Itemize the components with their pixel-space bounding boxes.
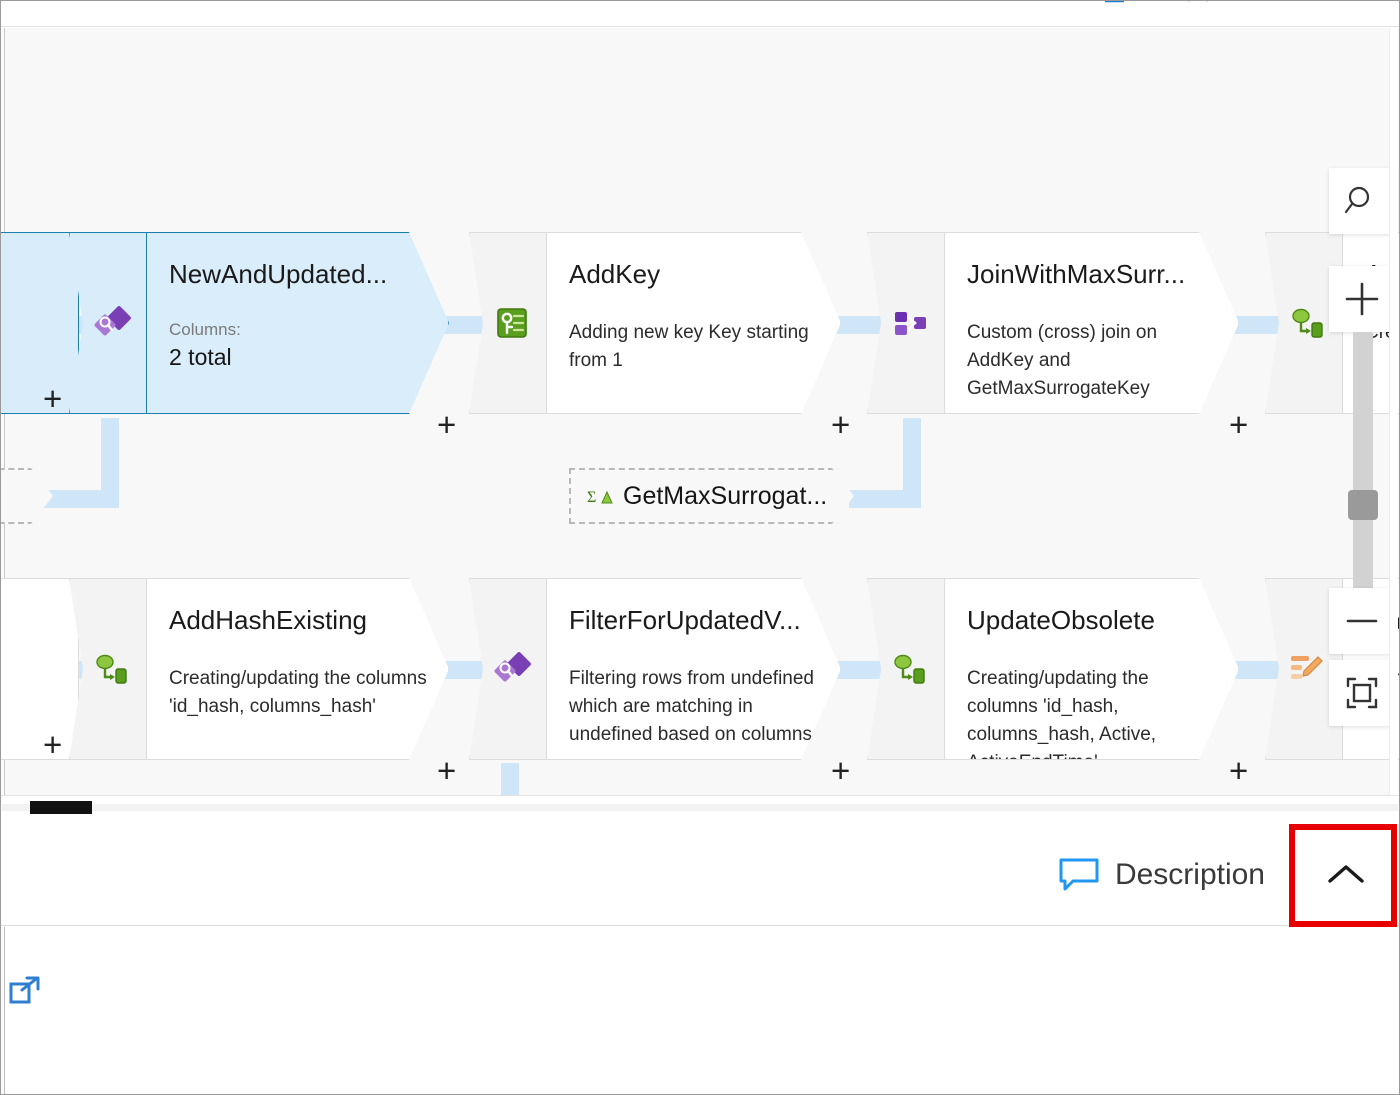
node-title: FilterForUpdatedV... bbox=[569, 605, 801, 635]
node-new-and-updated[interactable]: NewAndUpdated... Columns: 2 total + bbox=[69, 232, 456, 441]
validate-icon[interactable] bbox=[1091, 1, 1135, 21]
connector-pipe bbox=[829, 661, 889, 679]
node-icon-gutter bbox=[867, 578, 945, 760]
surrogate-key-icon bbox=[492, 303, 532, 343]
node-add-button[interactable]: + bbox=[43, 726, 63, 763]
node-body: FilterForUpdatedV... Filtering rows from… bbox=[547, 578, 841, 760]
connector-pipe bbox=[101, 418, 119, 508]
node-body: AddHashExisting Creating/updating the co… bbox=[147, 578, 449, 760]
connector-pipe bbox=[903, 418, 921, 508]
node-body: AddKey Adding new key Key starting from … bbox=[547, 232, 841, 414]
select-transformation-icon bbox=[492, 649, 532, 689]
node-icon-gutter bbox=[1, 232, 79, 414]
node-description: Creating/updating the columns 'id_hash, … bbox=[169, 668, 427, 717]
node-add-button[interactable]: + bbox=[437, 752, 457, 789]
node-filter-for-updated-values[interactable]: FilterForUpdatedV... Filtering rows from… bbox=[469, 578, 850, 787]
collapsed-node-partial-left[interactable]: ng bbox=[1, 468, 53, 524]
node-title: JoinWithMaxSurr... bbox=[967, 259, 1186, 289]
refresh-icon[interactable] bbox=[1176, 1, 1220, 21]
select-transformation-icon bbox=[92, 303, 132, 343]
derived-column-icon bbox=[890, 649, 930, 689]
description-bar: Description bbox=[1, 824, 1399, 926]
node-body: UpdateObsolete Creating/updating the col… bbox=[945, 578, 1239, 760]
node-title: AddHashExisting bbox=[169, 605, 367, 635]
description-panel bbox=[1, 927, 1399, 1094]
zoom-slider-thumb[interactable] bbox=[1348, 490, 1378, 520]
partial-node-left-bottom[interactable]: + bbox=[1, 578, 79, 763]
comment-icon bbox=[1057, 857, 1101, 893]
description-panel-rail bbox=[1, 927, 5, 1094]
zoom-out-button[interactable] bbox=[1329, 588, 1395, 654]
node-icon-gutter bbox=[469, 578, 547, 760]
node-description: Filtering rows from undefined which are … bbox=[569, 668, 814, 745]
node-add-button[interactable]: + bbox=[831, 752, 851, 789]
node-update-obsolete[interactable]: UpdateObsolete Creating/updating the col… bbox=[867, 578, 1248, 787]
node-description: Adding new key Key starting from 1 bbox=[569, 322, 809, 371]
node-add-button[interactable]: + bbox=[831, 406, 851, 443]
chevron-up-icon bbox=[1328, 864, 1364, 883]
node-add-button[interactable]: + bbox=[1229, 406, 1249, 443]
node-columns-value: 2 total bbox=[169, 344, 232, 370]
search-icon[interactable] bbox=[1329, 168, 1395, 234]
derived-column-icon bbox=[92, 649, 132, 689]
canvas-horizontal-scrollbar[interactable] bbox=[2, 798, 1398, 820]
description-label: Description bbox=[1114, 857, 1265, 891]
partial-node-left-top[interactable]: + bbox=[1, 232, 79, 417]
alter-row-icon bbox=[1288, 649, 1328, 689]
top-toolbar bbox=[1, 1, 1399, 27]
dataflow-canvas[interactable]: + NewAndUpdated... Columns: 2 total bbox=[1, 28, 1399, 796]
node-body: JoinWithMaxSurr... Custom (cross) join o… bbox=[945, 232, 1239, 414]
node-icon-gutter bbox=[1, 578, 79, 760]
node-icon-gutter bbox=[69, 578, 147, 760]
zoom-slider-track[interactable] bbox=[1353, 332, 1373, 598]
node-add-hash-existing[interactable]: AddHashExisting Creating/updating the co… bbox=[69, 578, 456, 787]
node-add-key[interactable]: AddKey Adding new key Key starting from … bbox=[469, 232, 850, 441]
derived-column-icon bbox=[1288, 303, 1328, 343]
connector-pipe bbox=[1227, 316, 1287, 334]
settings-slider-icon[interactable] bbox=[1253, 1, 1297, 21]
fit-to-screen-icon[interactable] bbox=[1329, 660, 1395, 726]
node-title: AddKey bbox=[569, 259, 661, 289]
scrollbar-track[interactable] bbox=[2, 804, 1398, 811]
node-icon-gutter bbox=[469, 232, 547, 414]
node-description: Custom (cross) join on AddKey and GetMax… bbox=[967, 322, 1158, 399]
node-icon-gutter bbox=[69, 232, 147, 414]
scrollbar-thumb[interactable] bbox=[30, 801, 92, 814]
node-columns-label: Columns: bbox=[169, 320, 241, 339]
connector-pipe bbox=[1227, 661, 1287, 679]
connector-pipe bbox=[829, 316, 889, 334]
node-add-button[interactable]: + bbox=[43, 380, 63, 417]
zoom-in-button[interactable] bbox=[1329, 266, 1395, 332]
connector-pipe bbox=[501, 763, 519, 795]
join-transformation-icon bbox=[890, 303, 930, 343]
canvas-vertical-scrollbar[interactable] bbox=[1389, 28, 1398, 795]
aggregate-icon: Σ bbox=[587, 483, 613, 509]
node-description: Creating/updating the columns 'id_hash, … bbox=[967, 668, 1157, 745]
open-in-new-window-icon[interactable] bbox=[7, 975, 43, 1011]
node-add-button[interactable]: + bbox=[1229, 752, 1249, 789]
node-join-with-max-surrogate[interactable]: JoinWithMaxSurr... Custom (cross) join o… bbox=[867, 232, 1248, 441]
node-title: UpdateObsolete bbox=[967, 605, 1155, 635]
description-collapse-button[interactable] bbox=[1293, 824, 1399, 925]
node-icon-gutter bbox=[867, 232, 945, 414]
collapsed-node-get-max-surrogate-key[interactable]: Σ GetMaxSurrogat... bbox=[569, 468, 854, 524]
svg-text:Σ: Σ bbox=[587, 489, 596, 506]
collapsed-node-label: GetMaxSurrogat... bbox=[623, 481, 828, 510]
node-title: NewAndUpdated... bbox=[169, 259, 388, 289]
node-body: NewAndUpdated... Columns: 2 total bbox=[147, 232, 449, 414]
node-add-button[interactable]: + bbox=[437, 406, 457, 443]
